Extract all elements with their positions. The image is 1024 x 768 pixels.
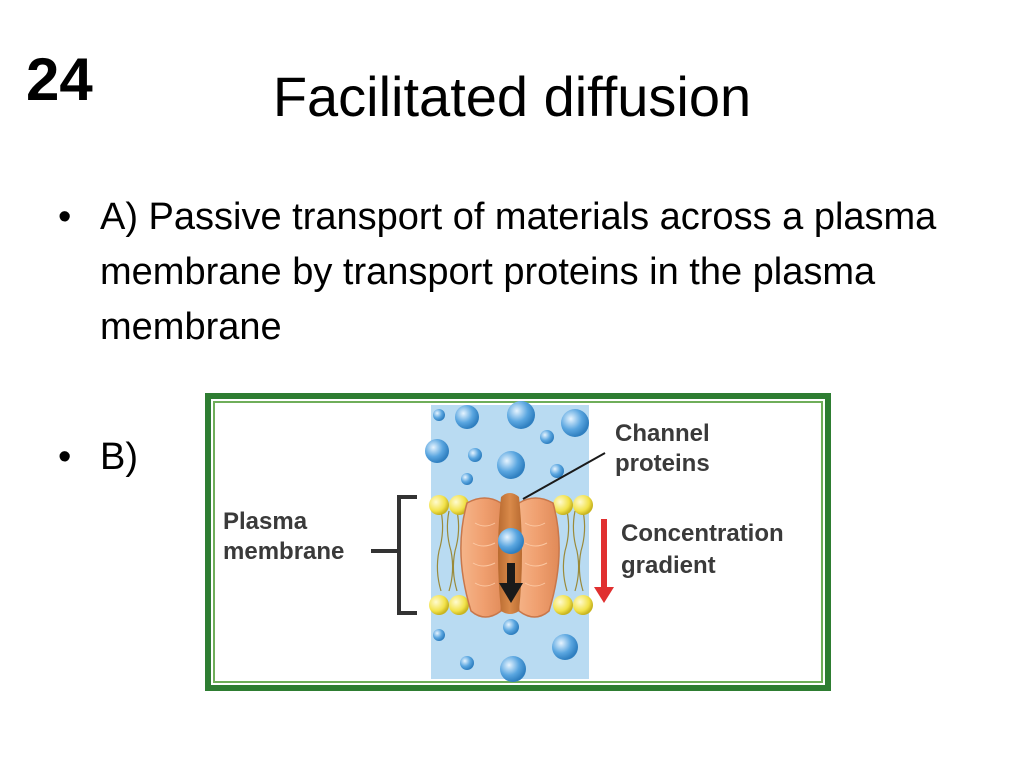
phospholipid-heads-bottom xyxy=(429,595,593,615)
membrane-bracket xyxy=(371,495,417,615)
label-gradient-line2: gradient xyxy=(621,552,716,579)
label-membrane-line1: Plasma xyxy=(223,508,308,535)
slide-number: 24 xyxy=(26,46,93,113)
bullet-list: • A) Passive transport of materials acro… xyxy=(58,190,978,355)
bullet-marker: • xyxy=(58,196,72,238)
bullet-marker: • xyxy=(58,436,72,478)
label-channel-line1: Channel xyxy=(615,420,710,447)
label-gradient-line1: Concentration xyxy=(621,520,784,547)
label-channel-line2: proteins xyxy=(615,450,710,477)
down-arrow-icon xyxy=(499,563,523,603)
facilitated-diffusion-figure: Channel proteins Plasma membrane Concent… xyxy=(205,393,831,691)
bullet-text: B) xyxy=(100,436,138,478)
slide-title: Facilitated diffusion xyxy=(272,65,752,128)
bullet-item-b: • B) xyxy=(58,430,138,485)
gradient-arrow-icon xyxy=(594,519,614,603)
channel-leader-line xyxy=(522,452,606,500)
label-membrane-line2: membrane xyxy=(223,538,344,565)
figure-svg: Channel proteins Plasma membrane Concent… xyxy=(205,393,831,691)
molecules-bottom xyxy=(433,619,578,682)
molecules-top xyxy=(425,401,589,485)
bullet-text: A) Passive transport of materials across… xyxy=(100,196,937,348)
molecule-in-channel xyxy=(498,528,524,554)
phospholipid-tails xyxy=(436,510,586,592)
phospholipid-heads-top xyxy=(429,495,593,515)
bullet-item-a: • A) Passive transport of materials acro… xyxy=(58,190,978,355)
